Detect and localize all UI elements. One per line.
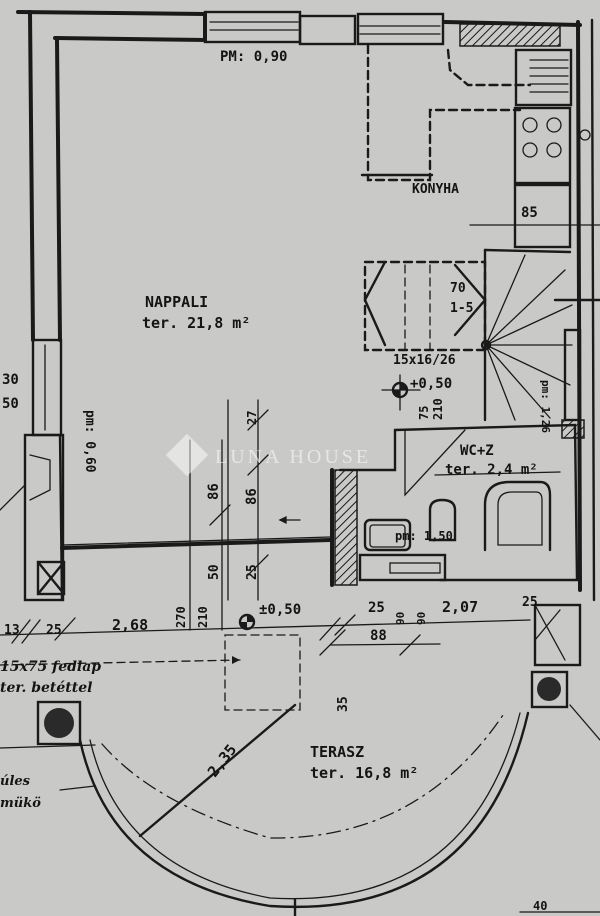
dim-bottom-90-b: 90 [415,612,428,625]
dim-wall-86-b: 86 [244,488,260,505]
interior-walls [58,433,332,602]
room-label-terasz: TERASZ [310,743,364,761]
door-wc-width: 75 [417,406,431,420]
dimension-line-bottom [0,614,531,656]
dim-bottom-270: 270 [174,606,188,628]
door-wc-height: 210 [431,398,445,420]
dim-bottom-90-a: 90 [394,612,407,625]
left-window-sill: pm: 0,60 [82,410,97,473]
dim-terrace-radius: 2,35 [204,741,240,781]
wc-window-sill: pm: 1,50 [395,529,453,543]
dimension-lines-living [189,399,301,631]
room-label-nappali: NAPPALI [145,293,208,311]
dim-bottom-268: 2,68 [112,616,148,634]
window-sill-top: PM: 0,90 [220,49,287,65]
stair-right-sill: pm: 1,26 [539,380,552,433]
level-outer-label: ±0,50 [259,602,301,618]
dim-bottom-210: 210 [196,606,210,628]
stair-num: 1-5 [450,301,473,316]
dim-wall-50: 50 [207,564,222,580]
room-area-wc: ter. 2,4 m² [445,462,538,478]
dim-wall-86-a: 86 [206,483,222,500]
note-fedlap: 15x75 fedlap [0,659,101,675]
terrace-arc [59,703,600,916]
note-left-1: úles [0,774,31,789]
level-marker-outer [0,613,301,711]
watermark-text: LUNA HOUSE [215,446,371,468]
dim-bottom-25-a: 25 [46,623,62,638]
room-area-nappali: ter. 21,8 m² [142,314,250,332]
winder-treads [485,254,573,421]
right-pillar [0,603,582,749]
left-window [0,338,66,602]
dim-wall-27: 27 [245,411,259,425]
dim-left-30: 30 [2,372,19,388]
dim-bottom-207: 2,07 [442,598,478,616]
watermark: LUNA HOUSE [165,433,371,477]
exterior-walls [16,10,596,602]
staircase [363,248,600,439]
kitchen [360,43,600,249]
level-inner-label: +0,50 [410,376,452,392]
room-area-terasz: ter. 16,8 m² [310,764,418,782]
room-label-wc: WC+Z [460,443,494,459]
room-label-konyha: KONYHA [412,182,459,197]
dim-terrace-35: 35 [336,696,351,712]
dim-kitchen-85: 85 [521,205,538,221]
dim-bottom-13: 13 [4,623,20,638]
level-marker-inner [381,374,421,411]
dim-wall-25: 25 [245,564,260,580]
dim-bottom-25-c: 25 [522,595,538,610]
note-left-2: mükö [0,796,41,811]
wc-room [330,423,579,587]
stair-rise: 70 [450,281,466,296]
dim-left-50: 50 [2,396,19,412]
note-betettel: ter. betéttel [0,680,92,696]
dim-bottom-right-40: 40 [533,899,547,913]
top-window [203,10,561,47]
dim-bottom-88: 88 [370,628,387,644]
stair-spec: 15x16/26 [393,353,456,368]
dim-bottom-25-b: 25 [368,600,385,616]
